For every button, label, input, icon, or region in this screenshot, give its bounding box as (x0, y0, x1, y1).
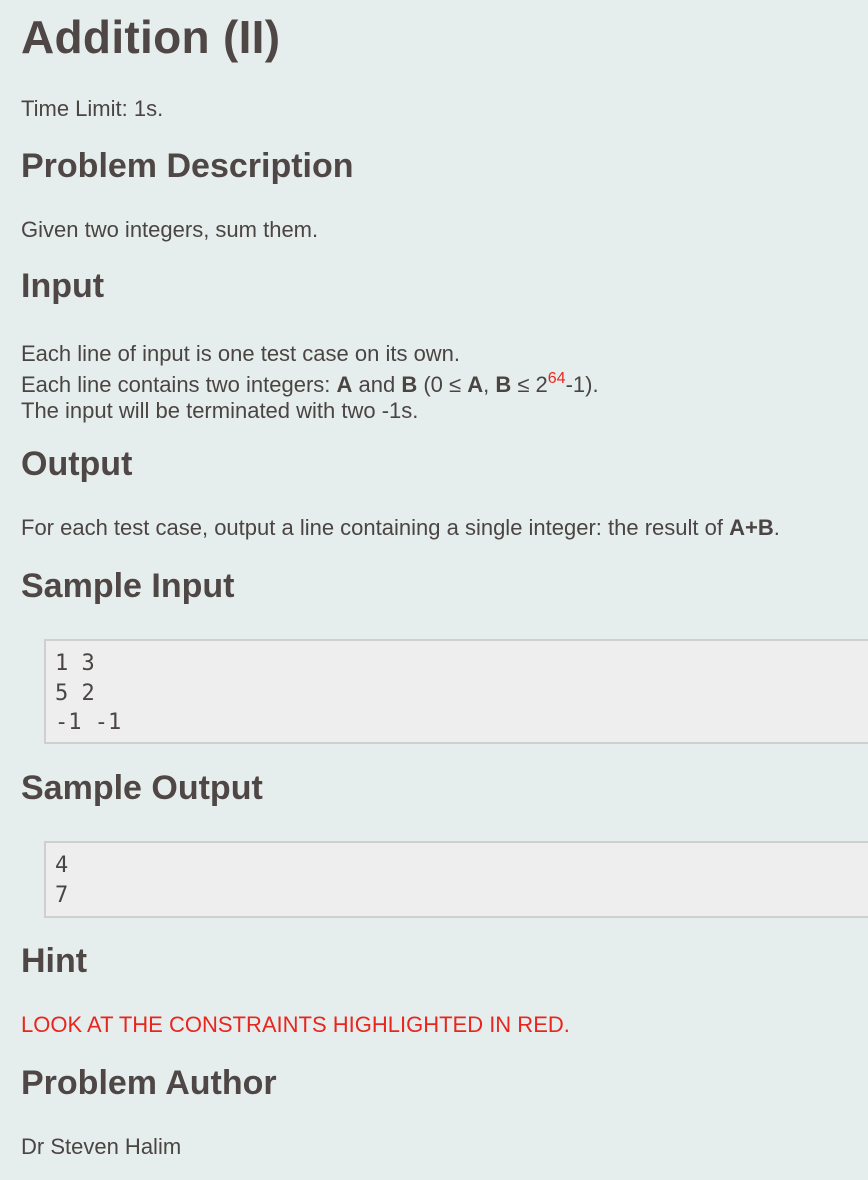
input-line-2: Each line contains two integers: A and B… (21, 370, 599, 398)
input-heading: Input (21, 267, 105, 305)
exponent-highlight: 64 (547, 370, 566, 387)
sample-output-heading: Sample Output (21, 769, 263, 807)
sample-input-box[interactable]: 1 3 5 2 -1 -1 (44, 639, 868, 744)
variable-b: B (401, 372, 418, 397)
sample-input-heading: Sample Input (21, 567, 235, 605)
input-line-3: The input will be terminated with two -1… (21, 398, 419, 423)
input-description: Each line of input is one test case on i… (21, 338, 599, 426)
hint-heading: Hint (21, 942, 88, 980)
expression: A+B (729, 515, 774, 540)
author-heading: Problem Author (21, 1064, 277, 1102)
time-limit: Time Limit: 1s. (21, 96, 164, 121)
sample-output-box[interactable]: 4 7 (44, 841, 868, 918)
author-name: Dr Steven Halim (21, 1134, 182, 1159)
input-line-1: Each line of input is one test case on i… (21, 341, 461, 366)
problem-title: Addition (II) (21, 11, 281, 63)
output-text: For each test case, output a line contai… (21, 515, 780, 540)
description-text: Given two integers, sum them. (21, 217, 319, 242)
output-heading: Output (21, 445, 133, 483)
variable-a: A (336, 372, 353, 397)
description-heading: Problem Description (21, 147, 354, 185)
hint-text: LOOK AT THE CONSTRAINTS HIGHLIGHTED IN R… (21, 1012, 570, 1037)
